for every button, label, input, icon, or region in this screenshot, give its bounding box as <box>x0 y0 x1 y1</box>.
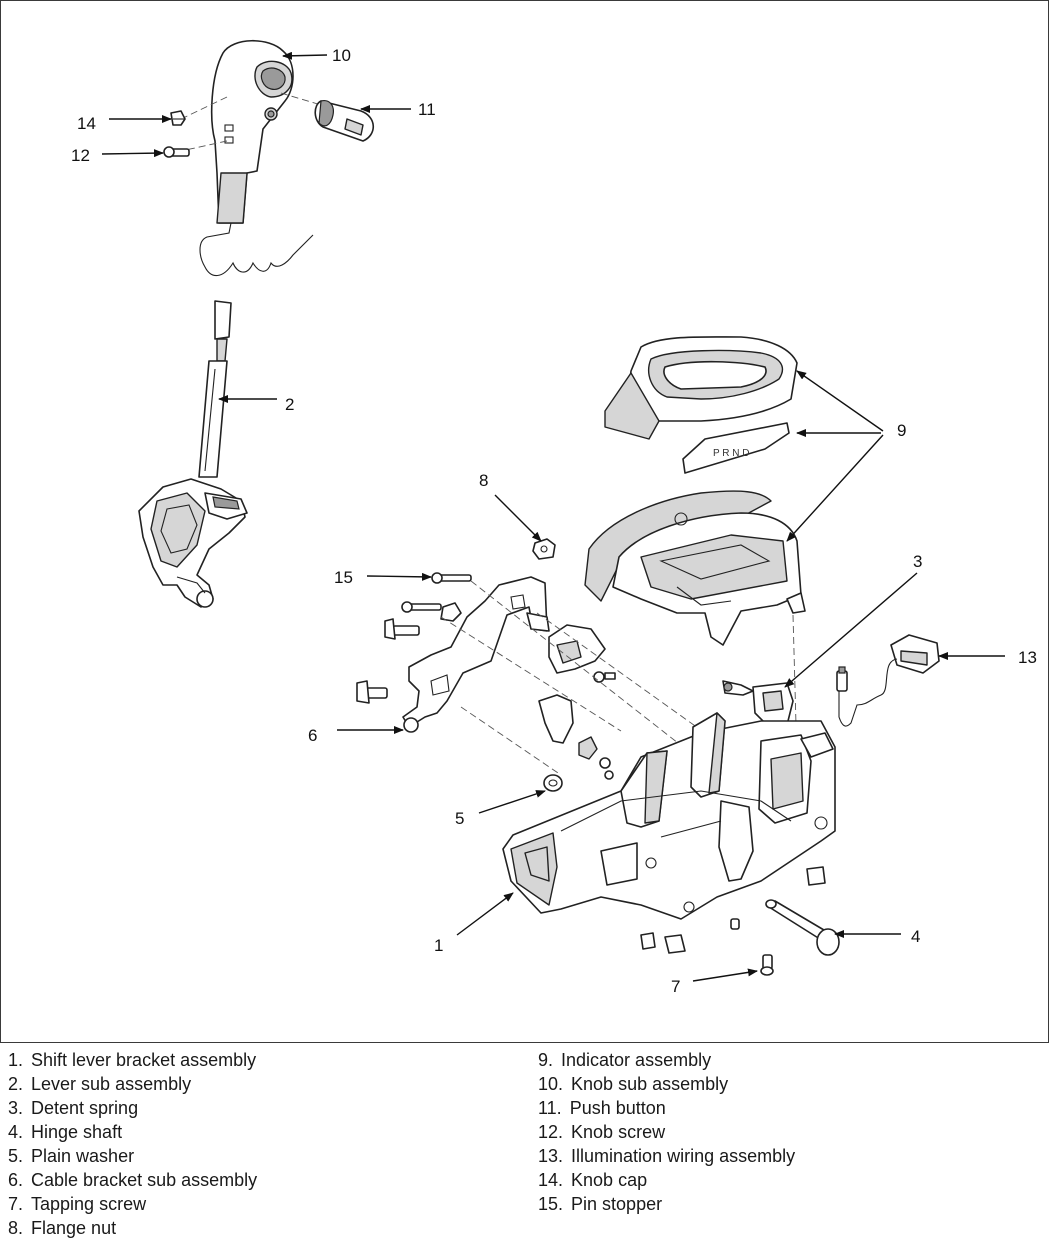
callout-6: 6 <box>308 726 317 745</box>
detent-spring <box>722 680 794 728</box>
callout-13: 13 <box>1018 648 1037 667</box>
callout-15: 15 <box>334 568 353 587</box>
callout-5: 5 <box>455 809 464 828</box>
legend-number: 13. <box>538 1146 564 1166</box>
legend-column-left: 1. Shift lever bracket assembly 2. Lever s… <box>8 1048 257 1240</box>
legend-item: 10. Knob sub assembly <box>538 1072 795 1096</box>
hinge-shaft <box>765 899 840 956</box>
knob-sub-assembly <box>180 40 322 277</box>
legend-number: 12. <box>538 1122 564 1142</box>
callout-12: 12 <box>71 146 90 165</box>
leader-10 <box>282 51 328 60</box>
diagram-canvas: P R N D <box>71 40 1037 996</box>
legend-number: 10. <box>538 1074 564 1094</box>
legend-number: 11. <box>538 1098 562 1118</box>
legend-item: 8. Flange nut <box>8 1216 257 1240</box>
callout-labels: 10 11 14 12 2 9 8 15 3 13 6 5 1 4 7 <box>71 46 1037 996</box>
legend-label: Knob sub assembly <box>571 1074 729 1094</box>
push-button <box>314 100 375 142</box>
legend-label: Push button <box>569 1098 666 1118</box>
legend-number: 9. <box>538 1050 554 1070</box>
pin-stopper <box>431 572 472 584</box>
tapping-screw <box>730 918 774 976</box>
leader-3 <box>784 572 918 688</box>
legend-item: 7. Tapping screw <box>8 1192 257 1216</box>
leader-15 <box>366 572 432 581</box>
legend-item: 15. Pin stopper <box>538 1192 795 1216</box>
flange-nut <box>532 538 556 560</box>
legend-item: 2. Lever sub assembly <box>8 1072 257 1096</box>
lever-sub-assembly <box>138 300 248 608</box>
legend-label: Flange nut <box>31 1218 117 1238</box>
callout-14: 14 <box>77 114 96 133</box>
callout-9: 9 <box>897 421 906 440</box>
legend-number: 8. <box>8 1218 24 1238</box>
legend-item: 14. Knob cap <box>538 1168 795 1192</box>
legend-label: Hinge shaft <box>31 1122 123 1142</box>
illumination-wiring-assembly <box>836 634 940 727</box>
legend-item: 11. Push button <box>538 1096 795 1120</box>
legend-item: 9. Indicator assembly <box>538 1048 795 1072</box>
legend-item: 13. Illumination wiring assembly <box>538 1144 795 1168</box>
legend-item: 12. Knob screw <box>538 1120 795 1144</box>
legend-number: 3. <box>8 1098 24 1118</box>
legend-label: Indicator assembly <box>561 1050 712 1070</box>
bolts <box>356 601 462 704</box>
legend-label: Pin stopper <box>571 1194 663 1214</box>
legend-item: 6. Cable bracket sub assembly <box>8 1168 257 1192</box>
legend-number: 7. <box>8 1194 24 1214</box>
legend-number: 14. <box>538 1170 564 1190</box>
callout-2: 2 <box>285 395 294 414</box>
svg-text:P R N D: P R N D <box>713 448 750 459</box>
callout-7: 7 <box>671 977 680 996</box>
legend-number: 15. <box>538 1194 564 1214</box>
callout-11: 11 <box>418 100 436 119</box>
legend-number: 5. <box>8 1146 24 1166</box>
legend-item: 1. Shift lever bracket assembly <box>8 1048 257 1072</box>
leader-lines <box>101 51 1005 982</box>
leader-12 <box>101 149 164 158</box>
callout-1: 1 <box>434 936 443 955</box>
leader-7 <box>692 968 758 982</box>
exploded-diagram: P R N D <box>0 0 1049 1043</box>
plain-washer <box>543 774 563 792</box>
legend-label: Tapping screw <box>31 1194 147 1214</box>
legend-number: 4. <box>8 1122 24 1142</box>
legend-label: Knob screw <box>571 1122 666 1142</box>
legend-item: 3. Detent spring <box>8 1096 257 1120</box>
leader-8 <box>494 494 542 542</box>
callout-3: 3 <box>913 552 922 571</box>
legend-label: Plain washer <box>31 1146 135 1166</box>
leader-9a <box>796 370 884 432</box>
leader-9c <box>786 434 884 542</box>
legend-label: Lever sub assembly <box>31 1074 192 1094</box>
legend-label: Knob cap <box>571 1170 648 1190</box>
leader-1 <box>456 892 514 936</box>
callout-10: 10 <box>332 46 351 65</box>
legend-label: Cable bracket sub assembly <box>31 1170 258 1190</box>
legend-number: 6. <box>8 1170 24 1190</box>
detent-parts <box>440 580 798 780</box>
legend-label: Detent spring <box>31 1098 139 1118</box>
legend-number: 1. <box>8 1050 24 1070</box>
legend-label: Illumination wiring assembly <box>571 1146 796 1166</box>
leader-5 <box>478 790 546 814</box>
parts-legend: 1. Shift lever bracket assembly 2. Lever s… <box>0 1048 1050 1239</box>
legend-column-right: 9. Indicator assembly 10. Knob sub assembl… <box>538 1048 795 1216</box>
callout-8: 8 <box>479 471 488 490</box>
callout-4: 4 <box>911 927 920 946</box>
cable-bracket-sub-assembly <box>402 576 550 733</box>
legend-number: 2. <box>8 1074 24 1094</box>
knob-cap <box>170 110 186 126</box>
legend-item: 5. Plain washer <box>8 1144 257 1168</box>
shift-lever-bracket-assembly <box>502 712 836 954</box>
indicator-assembly: P R N D <box>584 336 806 646</box>
knob-screw <box>163 146 190 158</box>
legend-label: Shift lever bracket assembly <box>31 1050 257 1070</box>
legend-item: 4. Hinge shaft <box>8 1120 257 1144</box>
